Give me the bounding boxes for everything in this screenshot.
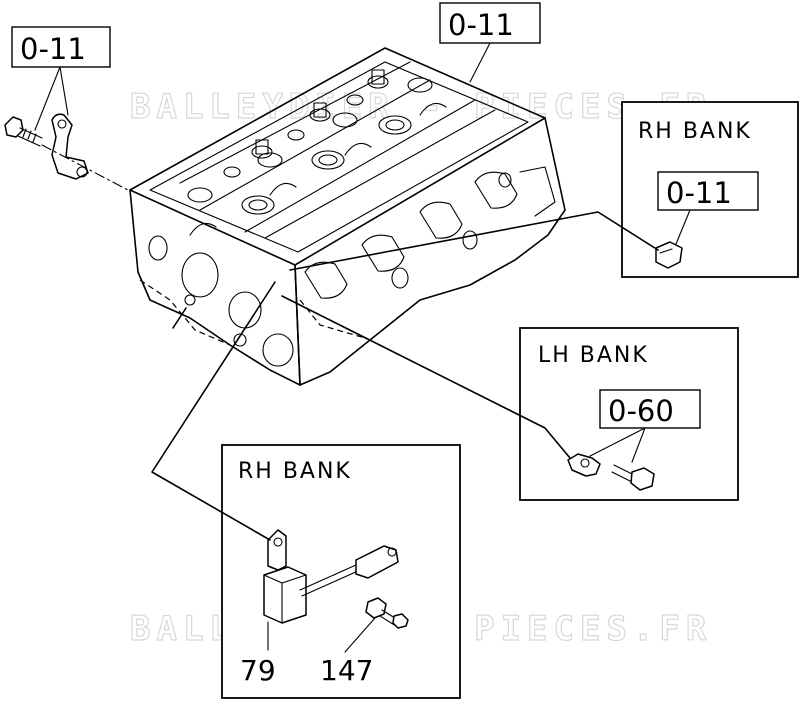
rh-bank-bottom-title: RH BANK xyxy=(238,459,352,484)
rh-bank-top-box: RH BANK 0-11 xyxy=(621,101,799,278)
ref-lh-bank-label: 0-60 xyxy=(608,394,674,428)
rh-bank-bottom-box: RH BANK 79 147 xyxy=(221,444,461,699)
lh-bank-title: LH BANK xyxy=(538,343,649,368)
ref-rh-bank-top[interactable]: 0-11 xyxy=(657,171,759,211)
ref-lh-bank[interactable]: 0-60 xyxy=(599,389,701,429)
part-number-147[interactable]: 147 xyxy=(320,654,373,687)
part-number-79[interactable]: 79 xyxy=(240,654,276,687)
lh-bank-connector xyxy=(281,295,571,459)
ref-top-center[interactable]: 0-11 xyxy=(439,2,541,44)
rh-bank-top-connector xyxy=(289,211,659,271)
ref-top-left[interactable]: 0-11 xyxy=(11,26,111,68)
lh-bank-box: LH BANK 0-60 xyxy=(519,327,739,501)
top-left-fasteners xyxy=(4,113,129,191)
cylinder-head-illustration xyxy=(129,47,566,386)
ref-top-center-label: 0-11 xyxy=(448,8,514,42)
ref-top-left-leader xyxy=(34,66,69,131)
ref-rh-bank-top-label: 0-11 xyxy=(666,176,732,210)
watermark-top: BALLEYDIER - PIECES.FR xyxy=(130,87,712,127)
rh-bank-top-title: RH BANK xyxy=(638,119,752,144)
rh-bank-bottom-connector xyxy=(151,281,276,541)
ref-top-center-leader xyxy=(469,42,491,83)
ref-top-left-label: 0-11 xyxy=(20,32,86,66)
